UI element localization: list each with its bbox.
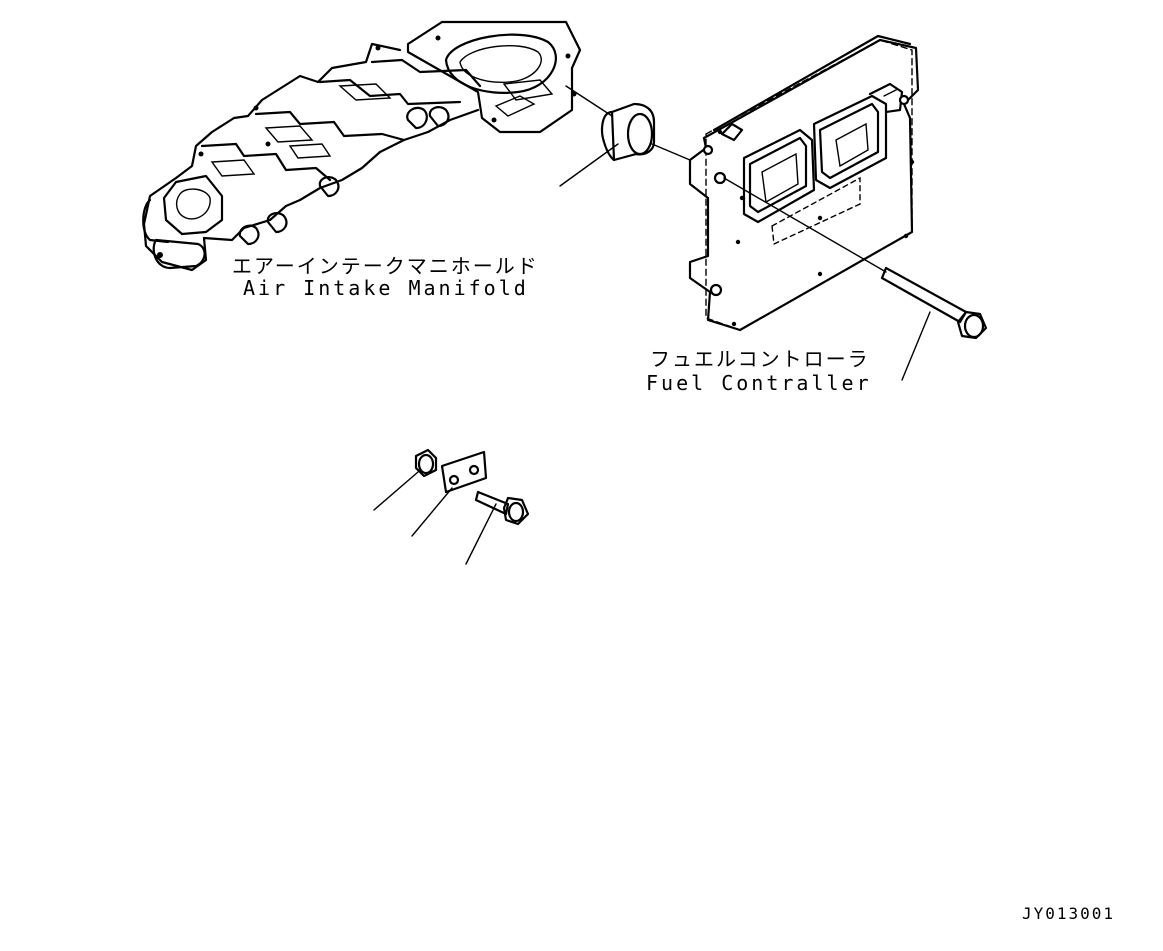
spacer-drawing	[601, 102, 656, 162]
air-intake-manifold-label-en: Air Intake Manifold	[243, 276, 529, 300]
fuel-controller-label-ja: フュエルコントローラ	[650, 347, 870, 371]
fuel-controller-drawing	[688, 34, 920, 332]
nut-leader	[373, 471, 419, 511]
nut-drawing	[414, 448, 438, 478]
plate-leader	[411, 487, 453, 537]
air-intake-manifold-label-ja: エアーインテークマニホールド	[232, 254, 539, 278]
air-intake-manifold-drawing	[142, 20, 582, 272]
short-bolt-drawing	[474, 490, 530, 526]
long-bolt-drawing	[880, 266, 988, 340]
short-bolt-leader	[465, 503, 497, 565]
fuel-controller-label-en: Fuel Contraller	[646, 371, 872, 395]
drawing-number: JY013001	[1022, 904, 1116, 923]
long-bolt-leader	[901, 311, 931, 381]
plate-drawing	[440, 450, 488, 494]
spacer-leader	[559, 143, 619, 187]
